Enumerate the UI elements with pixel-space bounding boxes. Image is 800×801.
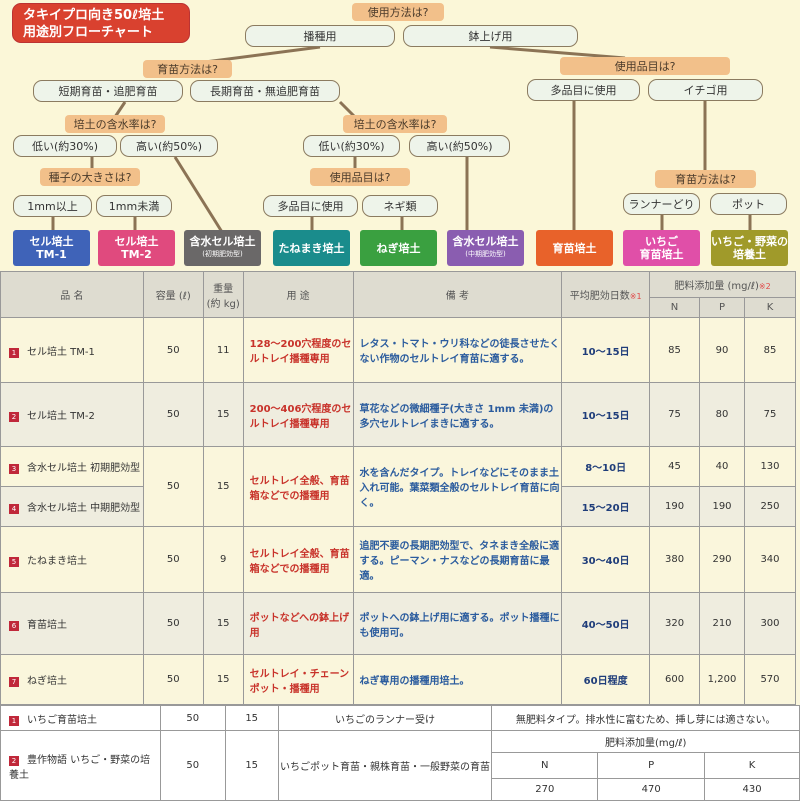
flowchart: タキイプロ向き50ℓ培土用途別フローチャート 使用方法は? 播種用 鉢上げ用 育… — [0, 0, 800, 270]
option-under-1mm: 1mm未満 — [96, 195, 172, 217]
option-multi-items-right: 多品目に使用 — [527, 79, 640, 101]
question-method: 育苗方法は? — [143, 60, 232, 78]
header-n: N — [649, 297, 701, 318]
result-product: いちご育苗培土 — [623, 230, 700, 266]
option-negi: ネギ類 — [362, 195, 438, 217]
question-method-right: 育苗方法は? — [655, 170, 756, 188]
product-table: 品 名 容量 (ℓ) 重量(約 kg) 用 途 備 考 平均肥効日数※1 肥料添… — [0, 271, 797, 705]
header-name: 品 名 — [0, 271, 144, 318]
option-short-term: 短期育苗・追肥育苗 — [33, 80, 183, 102]
header-use: 用 途 — [242, 271, 354, 318]
flowchart-title: タキイプロ向き50ℓ培土用途別フローチャート — [12, 3, 190, 43]
header-p: P — [699, 297, 745, 318]
header-k: K — [743, 297, 797, 318]
option-low-right: 低い(約30%) — [303, 135, 400, 157]
result-product: いちご・野菜の培養土 — [711, 230, 788, 266]
option-long-term: 長期育苗・無追肥育苗 — [190, 80, 340, 102]
option-strawberry: イチゴ用 — [648, 79, 763, 101]
header-weight: 重量(約 kg) — [202, 271, 244, 318]
question-seed-size: 種子の大きさは? — [40, 168, 140, 186]
result-product: ねぎ培土 — [360, 230, 437, 266]
question-items-right: 使用品目は? — [560, 57, 730, 75]
header-note: 備 考 — [352, 271, 563, 318]
option-high-right: 高い(約50%) — [409, 135, 510, 157]
result-product: たねまき培土 — [273, 230, 350, 266]
result-product: 育苗培土 — [536, 230, 613, 266]
option-high-left: 高い(約50%) — [120, 135, 218, 157]
header-volume: 容量 (ℓ) — [142, 271, 204, 318]
flowchart-connectors — [51, 45, 752, 233]
result-product: 含水セル培土(初期肥効型) — [184, 230, 261, 266]
option-runner: ランナーどり — [623, 193, 700, 215]
header-fertilizer: 肥料添加量 (mg/ℓ)※2 — [649, 271, 796, 298]
option-pot: ポット — [710, 193, 787, 215]
header-days: 平均肥効日数※1 — [561, 271, 651, 318]
question-moisture-left: 培土の含水率は? — [65, 115, 165, 133]
option-low-left: 低い(約30%) — [13, 135, 117, 157]
option-over-1mm: 1mm以上 — [13, 195, 92, 217]
option-potting: 鉢上げ用 — [403, 25, 578, 47]
question-items-middle: 使用品目は? — [310, 168, 410, 186]
result-product: 含水セル培土(中期肥効型) — [447, 230, 524, 266]
question-usage: 使用方法は? — [352, 3, 444, 21]
question-moisture-right: 培土の含水率は? — [343, 115, 447, 133]
option-sowing: 播種用 — [245, 25, 395, 47]
option-multi-items-middle: 多品目に使用 — [263, 195, 358, 217]
